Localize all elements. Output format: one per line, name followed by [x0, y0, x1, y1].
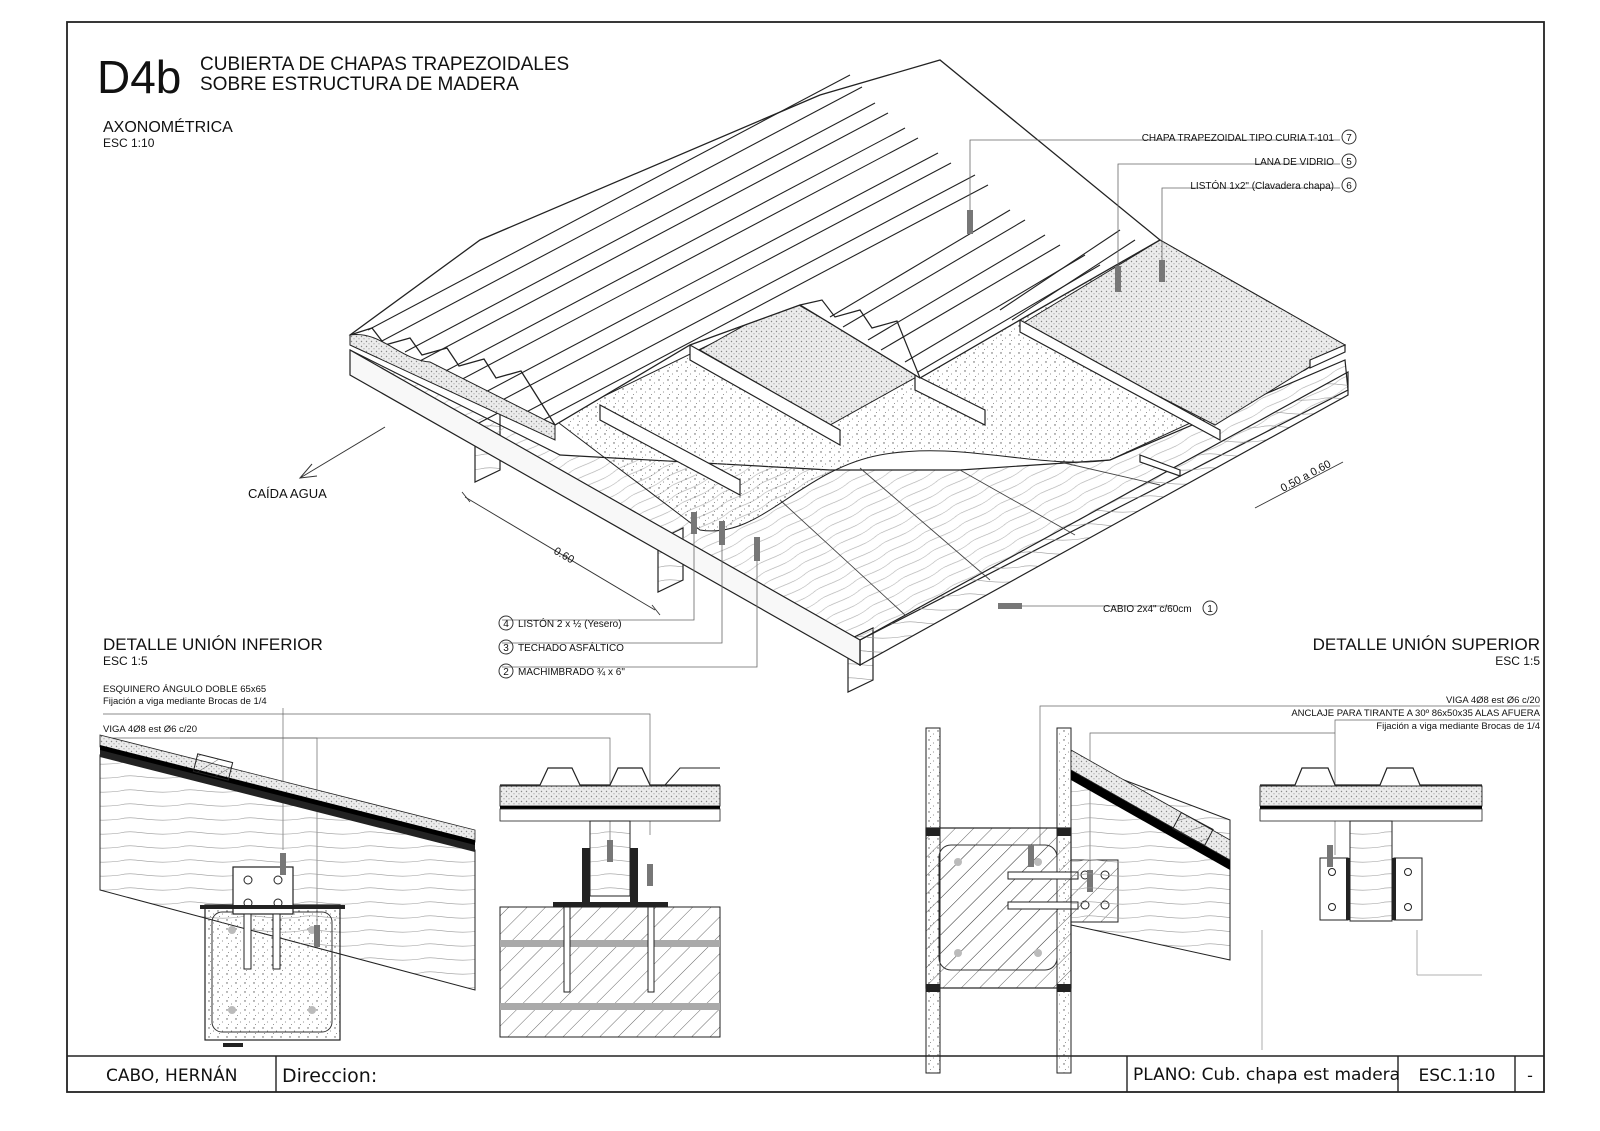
callouts-axonometric: CHAPA TRAPEZOIDAL TIPO CURIA T-101 7 LAN… — [498, 129, 1357, 679]
direction-field: Direccion: — [282, 1065, 377, 1087]
chapa-trapezoidal — [348, 59, 1162, 429]
callout-lana: LANA DE VIDRIO — [1255, 157, 1335, 168]
lower-cross-section — [499, 767, 721, 1038]
author-name: CABO, HERNÁN — [106, 1064, 237, 1086]
drawing-title-line1: CUBIERTA DE CHAPAS TRAPEZOIDALES — [200, 54, 569, 75]
caida-agua-label: CAÍDA AGUA — [248, 486, 327, 501]
svg-text:1: 1 — [1207, 604, 1213, 615]
detail-lower-note3: VIGA 4Ø8 est Ø6 c/20 — [103, 724, 197, 735]
axonometric-view: CAÍDA AGUA 0.60 0.50 a 0.60 — [248, 59, 1349, 693]
detail-lower: DETALLE UNIÓN INFERIOR ESC 1:5 ESQUINERO… — [99, 635, 721, 1047]
detail-upper-scale: ESC 1:5 — [1495, 654, 1540, 668]
callout-cabio: CABIO 2x4" c/60cm — [1103, 604, 1192, 615]
dimension-060 — [461, 491, 661, 616]
detail-upper: DETALLE UNIÓN SUPERIOR ESC 1:5 VIGA 4Ø8 … — [925, 635, 1541, 1074]
svg-text:2: 2 — [503, 667, 509, 678]
callout-leaders — [502, 139, 1340, 668]
svg-text:3: 3 — [503, 643, 509, 654]
title-block: CABO, HERNÁN Direccion: PLANO: Cub. chap… — [106, 1056, 1533, 1092]
axonometric-scale: ESC 1:10 — [103, 136, 155, 150]
drawing-code: D4b — [97, 51, 181, 103]
axonometric-title: AXONOMÉTRICA — [103, 117, 233, 136]
callout-liston-1x2: LISTÓN 1x2" (Clavadera chapa) — [1190, 179, 1334, 192]
dimension-060-label: 0.60 — [552, 545, 577, 566]
callout-markers — [691, 210, 1165, 609]
callout-machimbrado: MACHIMBRADO ¾ x 6" — [518, 667, 625, 678]
upper-roof-section — [1070, 749, 1231, 961]
detail-upper-note1: VIGA 4Ø8 est Ø6 c/20 — [1446, 695, 1540, 706]
sheet-header: D4b CUBIERTA DE CHAPAS TRAPEZOIDALES SOB… — [97, 51, 569, 150]
callout-liston-yesero: LISTÓN 2 x ½ (Yesero) — [518, 617, 622, 630]
svg-text:6: 6 — [1346, 181, 1352, 192]
detail-upper-title: DETALLE UNIÓN SUPERIOR — [1313, 635, 1540, 654]
upper-cross-section — [1259, 767, 1483, 1050]
detail-upper-note3: Fijación a viga mediante Brocas de 1/4 — [1376, 721, 1540, 732]
svg-text:5: 5 — [1346, 157, 1352, 168]
svg-text:4: 4 — [503, 619, 509, 630]
detail-lower-title: DETALLE UNIÓN INFERIOR — [103, 635, 323, 654]
detail-lower-note1: ESQUINERO ÁNGULO DOBLE 65x65 — [103, 684, 266, 695]
detail-lower-note2: Fijación a viga mediante Brocas de 1/4 — [103, 696, 267, 707]
callout-techado: TECHADO ASFÁLTICO — [518, 641, 624, 654]
plan-scale: ESC.1:10 — [1419, 1066, 1496, 1086]
plan-name: PLANO: Cub. chapa est madera — [1133, 1065, 1400, 1085]
callout-chapa: CHAPA TRAPEZOIDAL TIPO CURIA T-101 — [1142, 133, 1335, 144]
dimension-050-060-label: 0.50 a 0.60 — [1279, 458, 1333, 494]
drawing-title-line2: SOBRE ESTRUCTURA DE MADERA — [200, 74, 519, 95]
caida-agua-arrow — [298, 426, 386, 479]
sheet-number: - — [1527, 1066, 1533, 1085]
battens — [599, 318, 1346, 497]
svg-text:7: 7 — [1346, 133, 1352, 144]
sheet-frame — [66, 21, 1545, 1093]
detail-upper-note2: ANCLAJE PARA TIRANTE A 30º 86x50x35 ALAS… — [1291, 708, 1540, 719]
detail-lower-scale: ESC 1:5 — [103, 654, 148, 668]
dimension-050-060 — [1254, 461, 1344, 509]
